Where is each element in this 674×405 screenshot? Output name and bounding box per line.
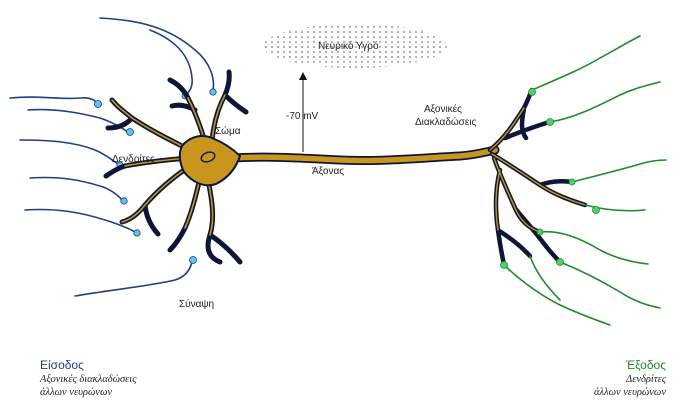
synapse-label: Σύναψη [179, 299, 214, 311]
input-line-2: άλλων νευρώνων [40, 387, 112, 398]
neural-fluid-label: Νευρικό Υγρό [318, 41, 379, 53]
output-line-1: Δενδρίτες [626, 374, 666, 385]
output-title: Έξοδος [626, 358, 666, 372]
voltage-label: -70 mV [286, 111, 318, 123]
soma-label: Σώμα [215, 126, 241, 138]
output-dendrite-fibers [504, 36, 666, 325]
axon-branches-label-2: Διακλαδώσεις [415, 117, 476, 129]
axon-branches-label-1: Αξονικές [424, 104, 462, 116]
axon-label: Άξονας [312, 166, 344, 178]
soma [180, 136, 240, 185]
input-line-1: Αξονικές διακλαδώσεις [40, 374, 136, 385]
axon [232, 150, 495, 161]
input-title: Είσοδος [40, 358, 84, 372]
output-line-2: άλλων νευρώνων [594, 387, 666, 398]
dendrites-label: Δενδρίτες [112, 154, 155, 166]
